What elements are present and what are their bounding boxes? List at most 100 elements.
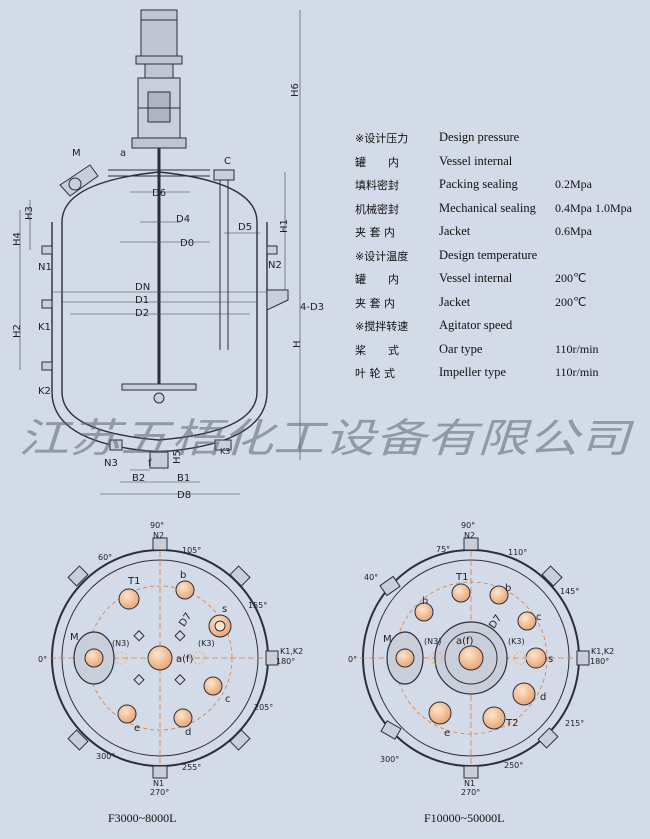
nozzle-h: h: [422, 596, 428, 607]
label-D6: D6: [152, 188, 166, 199]
nozzle-K1K2: K1,K2: [591, 647, 614, 656]
spec-en: Oar type: [439, 341, 483, 356]
spec-en: Jacket: [439, 224, 471, 238]
angle-270: 270°: [461, 788, 480, 797]
spec-val: 200℃: [555, 271, 587, 285]
label-D0: D0: [180, 238, 194, 249]
spec-cn: 叶 轮 式: [355, 367, 395, 380]
nozzle-s: s: [548, 654, 553, 665]
spec-cn: 填料密封: [355, 179, 399, 192]
label-D7: D7: [177, 611, 194, 629]
spec-val: 110r/min: [555, 365, 599, 379]
angle-215: 215°: [565, 719, 584, 728]
spec-row: ※搅拌转速 Agitator speed: [355, 318, 645, 342]
spec-cn: 桨 式: [355, 343, 399, 357]
nozzle-d: d: [185, 727, 191, 738]
label-H1: H1: [279, 219, 290, 233]
spec-cn: ※搅拌转速: [355, 320, 409, 333]
nozzle-c: c: [536, 612, 542, 623]
nozzle-T1: T1: [127, 576, 140, 587]
spec-row: ※设计压力 Design pressure: [355, 130, 645, 154]
label-a: a: [120, 148, 126, 159]
label-D3: 4-D3: [300, 302, 324, 313]
label-C: C: [224, 156, 231, 167]
nozzle-N2: N2: [153, 531, 164, 540]
label-N2: N2: [268, 260, 282, 271]
spec-cn: 罐 内: [355, 273, 399, 286]
nozzle-M: M: [383, 634, 392, 645]
nozzle-b: b: [180, 570, 186, 581]
label-H6: H6: [290, 83, 301, 97]
nozzle-M: M: [70, 632, 79, 643]
spec-val: 110r/min: [555, 341, 599, 356]
manhole: [59, 164, 99, 197]
angle-0: 0°: [38, 655, 47, 664]
caption-left: F3000~8000L: [108, 811, 177, 825]
spec-cn: 夹 套 内: [355, 296, 395, 310]
angle-205: 205°: [254, 703, 273, 712]
angle-300: 300°: [96, 752, 115, 761]
label-D5: D5: [238, 222, 252, 233]
nozzle-b: b: [505, 583, 511, 594]
nozzle-c: c: [225, 694, 231, 705]
label-M: M: [72, 148, 81, 159]
motor: [131, 9, 187, 149]
label-N1: N1: [38, 262, 52, 273]
angle-110: 110°: [508, 548, 527, 557]
spec-row: 桨 式 Oar type 110r/min: [355, 342, 645, 366]
nozzle-K3: (K3): [198, 639, 215, 648]
label-H3: H3: [24, 206, 35, 220]
elevation-view: M a C D6 D4 D0 D5 DN D1 D2 4-D3 H6 H1 H …: [12, 9, 324, 501]
nozzle-d: d: [540, 692, 546, 703]
nozzle-T1: T1: [455, 572, 468, 583]
nozzle-af: a(f): [176, 654, 194, 665]
nozzle-e: e: [444, 728, 450, 739]
spec-en: Agitator speed: [439, 318, 513, 332]
nozzle-K1K2: K1,K2: [280, 647, 303, 656]
angle-60: 60°: [98, 553, 112, 562]
label-DN: DN: [135, 282, 150, 293]
nozzle-K3: (K3): [508, 637, 525, 646]
angle-300: 300°: [380, 755, 399, 764]
spec-val: 200℃: [555, 294, 587, 309]
angle-250: 250°: [504, 761, 523, 770]
angle-180: 180°: [590, 657, 609, 666]
spec-en: Impeller type: [439, 365, 506, 379]
vessel-shell: [61, 171, 258, 441]
label-f: f: [148, 458, 152, 469]
angle-180: 180°: [276, 657, 295, 666]
angle-90: 90°: [150, 521, 164, 530]
label-D4: D4: [176, 214, 190, 225]
label-K3: K3: [220, 447, 230, 456]
spec-en: Design pressure: [439, 130, 520, 144]
angle-155: 155°: [248, 601, 267, 610]
angle-270: 270°: [150, 788, 169, 797]
spec-en: Design temperature: [439, 247, 538, 262]
nozzle-af: a(f): [456, 636, 474, 647]
nozzle-N3: (N3): [112, 639, 129, 648]
angle-0: 0°: [348, 655, 357, 664]
label-K2: K2: [38, 386, 51, 397]
label-K1: K1: [38, 322, 51, 333]
angle-145: 145°: [560, 587, 579, 596]
nozzle-N3: (N3): [424, 637, 441, 646]
label-H2: H2: [12, 324, 23, 338]
spec-val: 0.2Mpa: [555, 177, 592, 191]
nozzle-N1: N1: [153, 779, 164, 788]
spec-cn: 机械密封: [355, 202, 399, 216]
spec-en: Packing sealing: [439, 177, 518, 191]
angle-255: 255°: [182, 763, 201, 772]
label-B1: B1: [177, 473, 190, 484]
label-D8: D8: [177, 490, 191, 501]
nozzle-e: e: [134, 723, 140, 734]
angle-90: 90°: [461, 521, 475, 530]
label-H5: H5: [172, 450, 183, 464]
spec-cn: ※设计压力: [355, 132, 409, 145]
nozzle-T2: T2: [505, 718, 518, 729]
spec-row: 叶 轮 式 Impeller type 110r/min: [355, 365, 645, 389]
